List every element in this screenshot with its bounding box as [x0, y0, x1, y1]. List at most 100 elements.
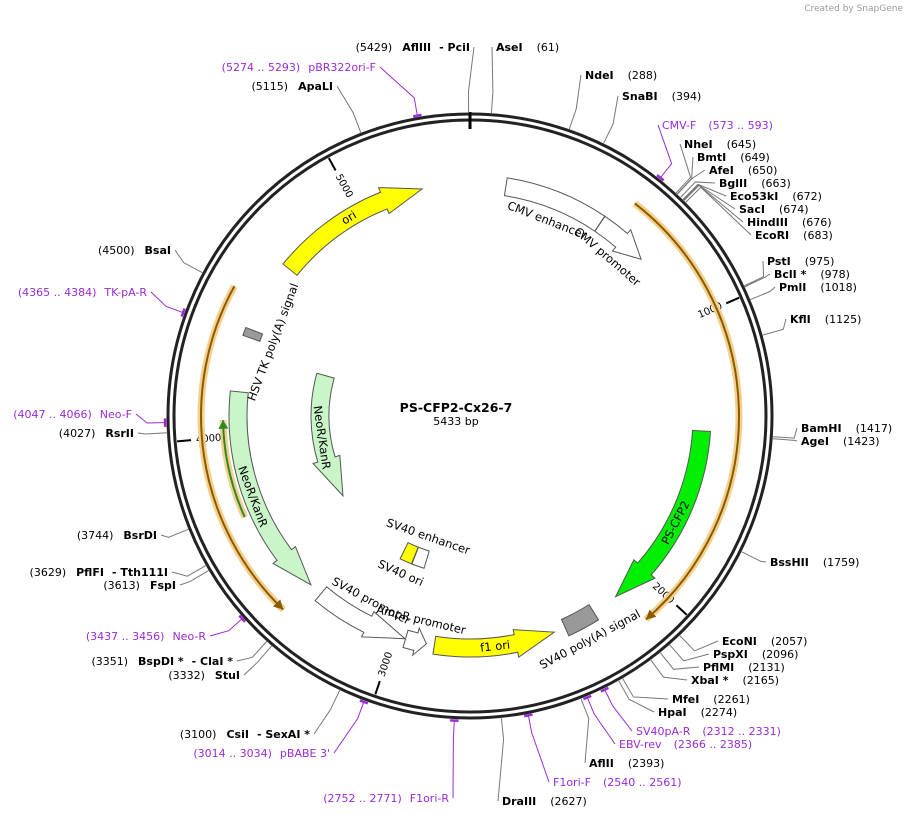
primer-leader-line	[527, 715, 550, 783]
plasmid-length: 5433 bp	[433, 415, 478, 428]
primer-range: (2366 .. 2385)	[674, 738, 753, 751]
primer-leader-line	[209, 618, 243, 637]
primer-site[interactable]: (2752 .. 2771)F1ori-R	[323, 792, 449, 805]
feature-ps-cfp2[interactable]	[614, 429, 712, 598]
enzyme-site[interactable]: (5429)AflIII- PciI	[356, 41, 470, 54]
enzyme-site[interactable]: BclI *(978)	[774, 268, 850, 281]
restriction-sites[interactable]: (5429)AflIII- PciI AseI(61) NdeI(288) SnaBI…	[30, 41, 893, 808]
enzyme-site[interactable]: HpaI(2274)	[658, 706, 737, 719]
enzyme-site[interactable]: AgeI(1423)	[801, 435, 880, 448]
enzyme-name: AflIII	[402, 41, 431, 54]
enzyme-site[interactable]: PmlI(1018)	[779, 281, 857, 294]
enzyme-site[interactable]: SnaBI(394)	[622, 90, 701, 103]
enzyme-site[interactable]: SacI(674)	[739, 203, 809, 216]
primer-site[interactable]: F1ori-F(2540 .. 2561)	[553, 776, 682, 789]
enzyme-extra: - Tth111I	[112, 566, 168, 579]
enzyme-site[interactable]: BmtI(649)	[697, 151, 770, 164]
primer-range: (2312 .. 2331)	[702, 725, 781, 738]
enzyme-position: (676)	[802, 216, 832, 229]
enzyme-name: BclI *	[774, 268, 807, 281]
enzyme-name: KflI	[790, 313, 811, 326]
primer-site[interactable]: (3437 .. 3456)Neo-R	[86, 630, 206, 643]
enzyme-site[interactable]: (3613)FspI	[103, 579, 176, 592]
enzyme-position: (2261)	[713, 693, 750, 706]
enzyme-name: BssHII	[770, 556, 809, 569]
enzyme-site[interactable]: (3100)CsiI- SexAI *	[180, 728, 310, 741]
plasmid-backbone	[166, 112, 774, 720]
primer-range: (573 .. 593)	[708, 119, 773, 132]
enzyme-name: MfeI	[672, 693, 699, 706]
snapgene-credit: Created by SnapGene	[804, 4, 903, 14]
enzyme-name: HindIII	[747, 216, 788, 229]
primer-site[interactable]: EBV-rev(2366 .. 2385)	[619, 738, 752, 751]
feature-hsv-tk-poly-a-signal[interactable]	[242, 326, 264, 342]
feature-cmv-promoter[interactable]	[594, 215, 642, 261]
primer-site[interactable]: SV40pA-R(2312 .. 2331)	[636, 725, 781, 738]
feature-label-hsv-tk-poly-a-signal: HSV TK poly(A) signal	[244, 281, 301, 403]
feature-ampr-promoter[interactable]	[402, 626, 428, 657]
feature-f1-ori[interactable]	[432, 629, 556, 658]
primer-name: TK-pA-R	[103, 286, 147, 299]
enzyme-position: (394)	[672, 90, 702, 103]
primer-name: Neo-R	[172, 630, 206, 643]
enzyme-site[interactable]: MfeI (2261)	[672, 693, 750, 706]
primer-name: pBR322ori-F	[308, 61, 376, 74]
enzyme-site[interactable]: AseI(61)	[496, 41, 559, 54]
enzyme-leader-line	[675, 143, 692, 194]
enzyme-site[interactable]: EcoNI(2057)	[722, 635, 807, 648]
feature-sv40-ori[interactable]	[399, 541, 419, 565]
enzyme-site[interactable]: (3629)PflFI- Tth111I	[30, 566, 168, 579]
enzyme-site[interactable]: DraIII(2627)	[502, 795, 587, 808]
primer-range: (2752 .. 2771)	[323, 792, 402, 805]
enzyme-name: PflFI	[76, 566, 104, 579]
enzyme-site[interactable]: KflI(1125)	[790, 313, 861, 326]
primer-range: (4047 .. 4066)	[13, 408, 92, 421]
enzyme-name: PflMI	[703, 661, 734, 674]
enzyme-site[interactable]: EcoRI(683)	[755, 229, 833, 242]
enzyme-site[interactable]: AfeI (650)	[709, 164, 777, 177]
primer-site[interactable]: (4365 .. 4384)TK-pA-R	[18, 286, 148, 299]
enzyme-site[interactable]: AflII(2393)	[589, 757, 664, 770]
enzyme-site[interactable]: (5115)ApaLI	[252, 80, 334, 93]
primer-site[interactable]: (4047 .. 4066)Neo-F	[13, 408, 132, 421]
feature-sv40-poly-a-signal[interactable]	[560, 603, 600, 637]
enzyme-site[interactable]: PflMI(2131)	[703, 661, 785, 674]
enzyme-name: EcoNI	[722, 635, 757, 648]
plasmid-name: PS-CFP2-Cx26-7	[400, 400, 513, 415]
primer-range: (5274 .. 5293)	[222, 61, 301, 74]
enzyme-site[interactable]: PspXI(2096)	[713, 648, 798, 661]
enzyme-site[interactable]: (4027)RsrII	[59, 427, 134, 440]
enzyme-site[interactable]: BglII (663)	[719, 177, 791, 190]
enzyme-position: (3100)	[180, 728, 217, 741]
primer-sites[interactable]: (5274 .. 5293) pBR322ori-F CMV-F(573 .. 59…	[13, 61, 781, 805]
enzyme-name: BglII	[719, 177, 747, 190]
feature-neor-kanr[interactable]	[310, 372, 344, 498]
enzyme-site[interactable]: PstI(975)	[767, 255, 834, 268]
enzyme-name: AfeI	[709, 164, 734, 177]
tick-mark	[725, 296, 740, 305]
primer-site[interactable]: (5274 .. 5293) pBR322ori-F	[222, 61, 376, 74]
enzyme-position: (663)	[761, 177, 791, 190]
feature-neor-kanr[interactable]	[228, 390, 312, 586]
enzyme-site[interactable]: (4500)BsaI	[98, 244, 171, 257]
primer-site[interactable]: CMV-F(573 .. 593)	[662, 119, 773, 132]
primer-name: F1ori-F	[553, 776, 591, 789]
enzyme-position: (650)	[748, 164, 778, 177]
primer-site[interactable]: (3014 .. 3034)pBABE 3'	[193, 747, 330, 760]
enzyme-site[interactable]: (3744)BsrDI	[77, 529, 157, 542]
enzyme-site[interactable]: NheI(645)	[684, 138, 756, 151]
enzyme-leader-line	[568, 74, 582, 130]
enzyme-site[interactable]: BssHII(1759)	[770, 556, 859, 569]
enzyme-site[interactable]: BamHI(1417)	[801, 422, 892, 435]
enzyme-site[interactable]: (3351)BspDI *- ClaI *	[91, 655, 233, 668]
enzyme-site[interactable]: (3332)StuI	[168, 669, 240, 682]
enzyme-leader-line	[171, 564, 207, 577]
enzyme-leader-line	[179, 569, 210, 586]
enzyme-site[interactable]: HindIII (676)	[747, 216, 832, 229]
enzyme-site[interactable]: XbaI *(2165)	[691, 674, 779, 687]
feature-ori[interactable]	[282, 187, 424, 277]
feature-sv40-promoter[interactable]	[314, 586, 407, 640]
enzyme-position: (2096)	[762, 648, 799, 661]
enzyme-site[interactable]: NdeI(288)	[585, 69, 657, 82]
enzyme-site[interactable]: Eco53kI(672)	[730, 190, 822, 203]
